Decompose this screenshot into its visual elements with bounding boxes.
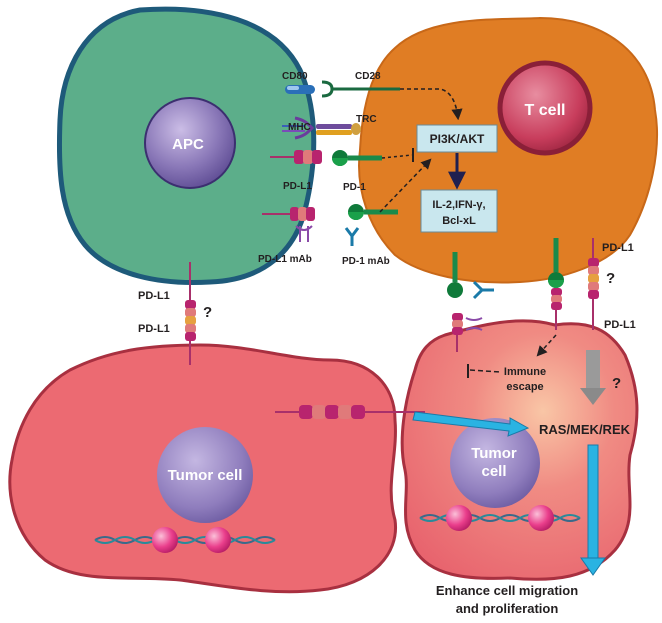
pdl1-left-bottom-label: PD-L1 bbox=[138, 323, 170, 335]
outcome-label-1: Enhance cell migration bbox=[436, 583, 578, 598]
pdl1-apc-tumor-link bbox=[185, 262, 196, 365]
pd1-bottom-right bbox=[548, 238, 564, 288]
pdl1-left-top-label: PD-L1 bbox=[138, 290, 170, 302]
pdl1-apc-second-molecule bbox=[262, 207, 315, 221]
t-cell-nucleus bbox=[497, 60, 593, 156]
cd80-receptor bbox=[285, 85, 315, 94]
outcome-label-2: and proliferation bbox=[456, 601, 559, 616]
pdl1-mab-icon bbox=[295, 225, 313, 242]
question-right: ? bbox=[606, 270, 615, 287]
tumor-cell-left-label: Tumor cell bbox=[168, 467, 243, 484]
immune-escape-inhibition bbox=[469, 369, 501, 373]
mhc-label: MHC bbox=[288, 122, 311, 133]
ras-label: RAS/MEK/REK bbox=[539, 422, 631, 437]
tumor-cell-right-label-1: Tumor bbox=[471, 445, 517, 462]
cd80-label: CD80 bbox=[282, 71, 308, 82]
pd1-label: PD-1 bbox=[343, 182, 366, 193]
pd1-mab-bottom bbox=[472, 280, 494, 300]
blue-arrow-down-outcome bbox=[580, 444, 606, 576]
cytokines-box bbox=[420, 189, 498, 233]
pi3k-box bbox=[416, 124, 498, 153]
cytokines-label-2: Bcl-xL bbox=[442, 215, 476, 227]
pi3k-label: PI3K/AKT bbox=[430, 132, 485, 146]
pdl1-apc-molecule bbox=[270, 150, 322, 164]
trc-label: TRC bbox=[356, 114, 377, 125]
pd1-mab-label: PD-1 mAb bbox=[342, 256, 390, 267]
grey-arrow-down bbox=[580, 350, 606, 405]
trc-receptor bbox=[316, 123, 361, 135]
cd28-label: CD28 bbox=[355, 71, 381, 82]
immune-escape-label-1: Immune bbox=[504, 366, 546, 378]
cd28-receptor bbox=[321, 80, 400, 98]
mhc-complex bbox=[282, 116, 315, 140]
pdl1-tumor-center bbox=[551, 288, 562, 330]
pd1-mab-icon bbox=[344, 227, 360, 246]
tumor-cell-right-label-2: cell bbox=[481, 463, 506, 480]
question-left: ? bbox=[203, 304, 212, 321]
apc-label: APC bbox=[172, 136, 204, 153]
t-cell-label: T cell bbox=[525, 102, 566, 119]
dna-strand-right bbox=[419, 505, 581, 531]
pd1-to-pi3k-dashed bbox=[379, 158, 432, 213]
pdl1-far-right bbox=[588, 238, 599, 330]
pd1-inhibits-pi3k bbox=[381, 154, 413, 159]
dna-strand-left bbox=[94, 527, 276, 553]
apc-nucleus bbox=[144, 97, 236, 189]
pdl1-top-right-label: PD-L1 bbox=[602, 242, 634, 254]
cd28-to-pi3k-arrow bbox=[400, 88, 463, 121]
pdl1-to-immune-escape bbox=[536, 334, 557, 357]
tumor-nucleus-left bbox=[157, 427, 253, 523]
pdl1-apc-label: PD-L1 bbox=[283, 181, 312, 192]
pd1-bottom-left bbox=[447, 252, 463, 298]
blue-arrow-to-ras bbox=[412, 411, 530, 437]
pdl1-mab-label: PD-L1 mAb bbox=[258, 254, 312, 265]
pdl1-tumor-tumor-link bbox=[275, 405, 425, 419]
cytokines-label-1: IL-2,IFN-γ, bbox=[432, 199, 485, 211]
pdl1-bottom-right-label: PD-L1 bbox=[604, 319, 636, 331]
immune-escape-label-2: escape bbox=[506, 381, 543, 393]
tumor-nucleus-right bbox=[450, 418, 540, 508]
pdl1-tumor-mab bbox=[452, 313, 483, 352]
question-ras: ? bbox=[612, 375, 621, 392]
pd1-t-cell-molecule bbox=[332, 150, 382, 166]
